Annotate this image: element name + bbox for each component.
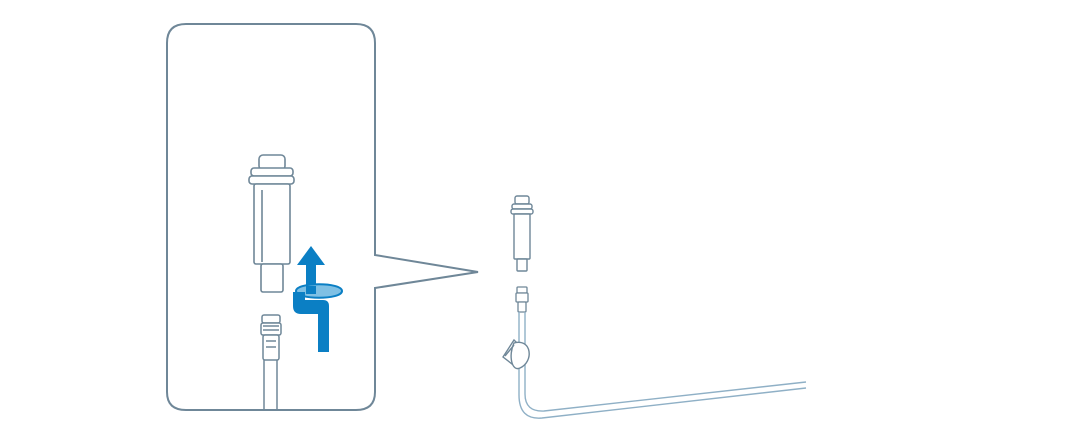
tubing-clamp [502, 338, 530, 370]
pump-connector-large [248, 154, 295, 293]
tubing-connector-small [515, 286, 529, 313]
tubing-connector-large [260, 314, 282, 410]
callout-box [166, 23, 479, 411]
twist-up-arrow-icon [293, 246, 344, 352]
pump-connector-small [510, 195, 534, 272]
tubing [518, 312, 807, 419]
